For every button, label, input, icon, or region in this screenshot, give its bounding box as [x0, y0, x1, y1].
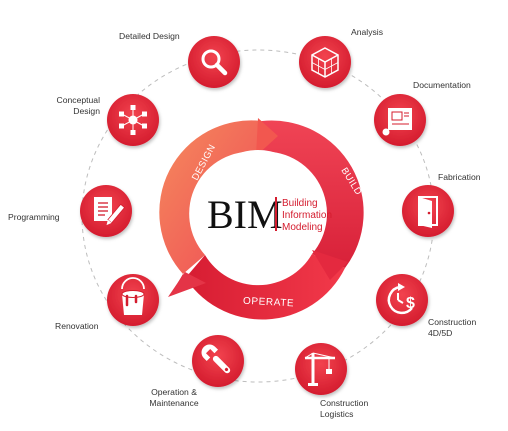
- label-construction-logistics-line2: Logistics: [320, 409, 354, 419]
- cycle-ring: [159, 118, 364, 320]
- clock-dollar-icon: $: [387, 283, 415, 315]
- cycle-label-operate: OPERATE: [243, 296, 295, 310]
- magnifier-icon: [201, 49, 228, 76]
- label-conceptual-design: Conceptual Design: [30, 95, 100, 117]
- center-disc: [196, 150, 320, 274]
- stage-construction-logistics: [295, 343, 347, 395]
- label-conceptual-design-line2: Design: [73, 106, 100, 116]
- door-icon: [418, 196, 438, 228]
- label-operation-maintenance: Operation & Maintenance: [138, 387, 210, 409]
- cycle-arrowhead-build: [256, 118, 278, 156]
- label-operation-maintenance-line1: Operation &: [151, 387, 197, 397]
- cube-icon: [311, 47, 339, 78]
- label-construction-4d5d-line2: 4D/5D: [428, 328, 453, 338]
- stage-documentation: [374, 94, 426, 146]
- stage-programming: [80, 185, 132, 237]
- stage-construction-4d5d: $: [376, 274, 428, 326]
- label-detailed-design: Detailed Design: [119, 31, 180, 41]
- stage-renovation: [107, 274, 159, 326]
- paint-bucket-icon: [121, 277, 145, 315]
- bim-line-information: Information: [282, 210, 332, 221]
- blueprint-icon: [382, 108, 412, 136]
- wrench-icon: [201, 344, 231, 374]
- cycle-arrowhead-design: [168, 272, 206, 297]
- label-operation-maintenance-line2: Maintenance: [149, 398, 199, 408]
- crane-icon: [304, 352, 336, 386]
- label-programming: Programming: [8, 212, 60, 222]
- network-icon: [119, 105, 147, 135]
- label-fabrication: Fabrication: [438, 172, 481, 182]
- label-analysis: Analysis: [351, 27, 383, 37]
- stage-operation-maintenance: [192, 335, 244, 387]
- label-construction-logistics: Construction Logistics: [320, 398, 368, 420]
- bim-line-modeling: Modeling: [282, 222, 323, 233]
- label-conceptual-design-line1: Conceptual: [56, 95, 100, 105]
- label-renovation: Renovation: [55, 321, 99, 331]
- bim-divider: [275, 197, 277, 231]
- bim-acronym: BIM: [207, 192, 283, 237]
- cycle-segment-build: [258, 120, 364, 269]
- stage-analysis: [299, 36, 351, 88]
- document-pen-icon: [94, 197, 126, 226]
- cycle-segment-operate: [170, 254, 345, 320]
- label-construction-4d5d-line1: Construction: [428, 317, 477, 327]
- cycle-arrowhead-operate: [312, 250, 348, 280]
- stage-detailed-design: [188, 36, 240, 88]
- stage-conceptual-design: [107, 94, 159, 146]
- label-construction-4d5d: Construction 4D/5D: [428, 317, 476, 339]
- label-construction-logistics-line1: Construction: [320, 398, 369, 408]
- svg-text:$: $: [406, 295, 415, 312]
- cycle-segment-design: [159, 120, 262, 275]
- label-documentation: Documentation: [413, 80, 471, 90]
- stage-fabrication: [402, 185, 454, 237]
- bim-line-building: Building: [282, 198, 318, 209]
